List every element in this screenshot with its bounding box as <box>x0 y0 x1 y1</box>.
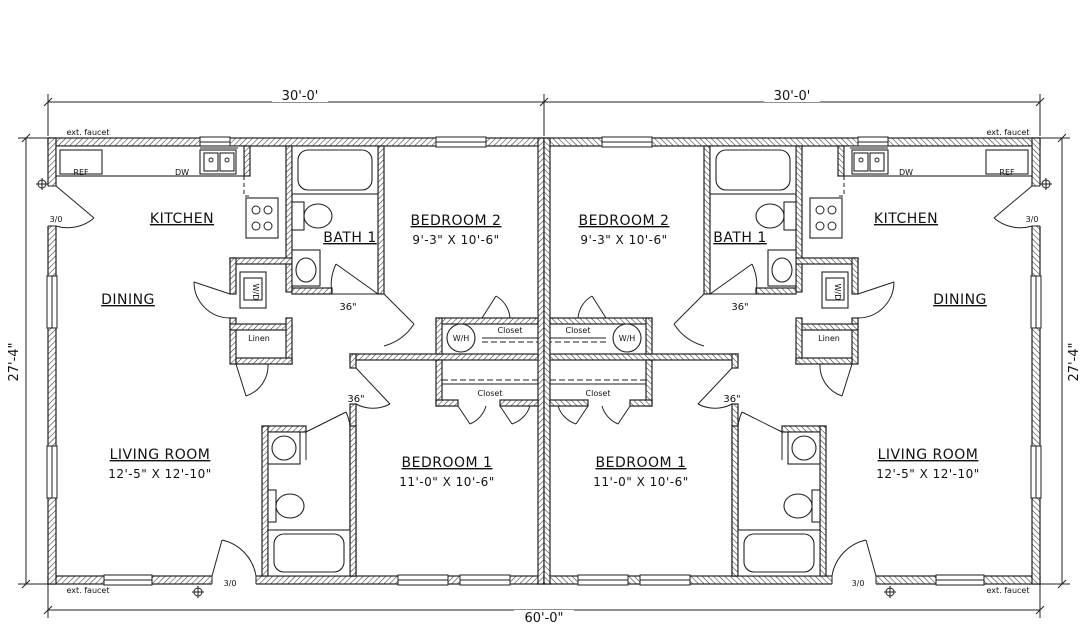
ref-label: REF <box>999 168 1015 177</box>
room-bath: BATH 1 <box>323 230 377 246</box>
room-living-size: 12'-5" X 12'-10" <box>876 467 980 481</box>
dimension-top-left: 30'-0' <box>282 89 319 104</box>
washer-dryer-label: W/D <box>251 284 260 301</box>
room-living: LIVING ROOM <box>110 447 211 463</box>
room-bedroom-2: BEDROOM 2 <box>579 213 670 229</box>
room-living-size: 12'-5" X 12'-10" <box>108 467 212 481</box>
room-bath: BATH 1 <box>713 230 767 246</box>
dimension-top-right: 30'-0' <box>774 89 811 104</box>
closet-bottom-label: Closet <box>586 389 611 398</box>
washer-dryer-label: W/D <box>833 284 842 301</box>
unit-left-labels: KITCHEN DINING LIVING ROOM 12'-5" X 12'-… <box>50 128 523 595</box>
door-bedroom-1-label: 36" <box>723 394 740 405</box>
dishwasher-label: DW <box>175 168 189 177</box>
room-bedroom-2-size: 9'-3" X 10'-6" <box>580 233 667 247</box>
room-bedroom-1: BEDROOM 1 <box>402 455 493 471</box>
door-bedroom-1-label: 36" <box>347 394 364 405</box>
room-kitchen: KITCHEN <box>874 211 938 227</box>
door-rear-label: 3/0 <box>224 579 237 588</box>
ext-faucet-bottom-label: ext. faucet <box>987 586 1030 595</box>
room-bedroom-2-size: 9'-3" X 10'-6" <box>412 233 499 247</box>
door-rear-label: 3/0 <box>852 579 865 588</box>
door-entry-label: 3/0 <box>1026 215 1039 224</box>
room-bedroom-1: BEDROOM 1 <box>596 455 687 471</box>
unit-right <box>543 136 1053 599</box>
unit-right-labels: KITCHEN DINING LIVING ROOM 12'-5" X 12'-… <box>566 128 1039 595</box>
door-entry-label: 3/0 <box>50 215 63 224</box>
door-bath-label: 36" <box>731 302 748 313</box>
room-living: LIVING ROOM <box>878 447 979 463</box>
ext-faucet-bottom-label: ext. faucet <box>67 586 110 595</box>
room-dining: DINING <box>101 292 155 308</box>
dishwasher-label: DW <box>899 168 913 177</box>
door-bath-label: 36" <box>339 302 356 313</box>
closet-top-label: Closet <box>566 326 591 335</box>
water-heater-label: W/H <box>453 334 470 343</box>
linen-label: Linen <box>248 334 270 343</box>
room-bedroom-1-size: 11'-0" X 10'-6" <box>593 475 688 489</box>
ext-faucet-top-label: ext. faucet <box>67 128 110 137</box>
unit-left <box>36 136 545 598</box>
dimension-right: 27'-4" <box>1067 342 1082 381</box>
dimension-bottom: 60'-0" <box>524 611 563 626</box>
closet-top-label: Closet <box>498 326 523 335</box>
ext-faucet-top-label: ext. faucet <box>987 128 1030 137</box>
linen-label: Linen <box>818 334 840 343</box>
room-kitchen: KITCHEN <box>150 211 214 227</box>
ref-label: REF <box>73 168 89 177</box>
room-bedroom-1-size: 11'-0" X 10'-6" <box>399 475 494 489</box>
dimension-left: 27'-4" <box>7 342 22 381</box>
water-heater-label: W/H <box>619 334 636 343</box>
closet-bottom-label: Closet <box>478 389 503 398</box>
dimension-lines <box>18 94 1070 618</box>
room-bedroom-2: BEDROOM 2 <box>411 213 502 229</box>
room-dining: DINING <box>933 292 987 308</box>
